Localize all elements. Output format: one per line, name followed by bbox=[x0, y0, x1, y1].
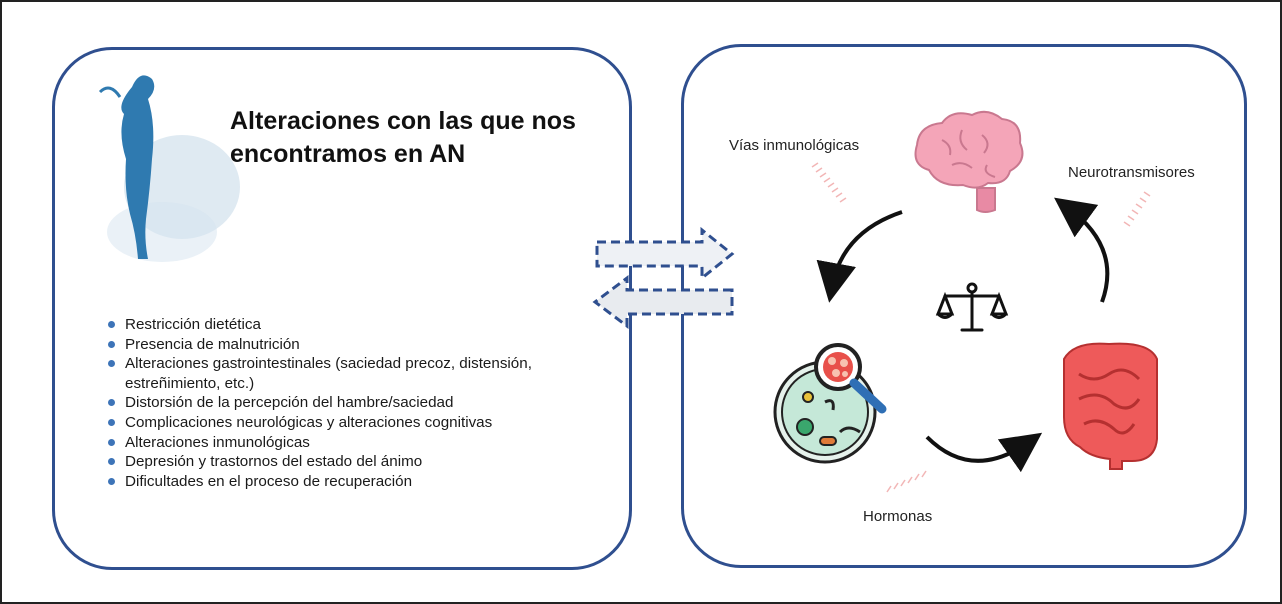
balance-scale-icon bbox=[935, 282, 1009, 332]
list-item: Depresión y trastornos del estado del án… bbox=[108, 452, 618, 472]
list-item: Presencia de malnutrición bbox=[108, 335, 618, 355]
left-arrow-icon bbox=[592, 275, 734, 329]
immune-pathways-label: Vías inmunológicas bbox=[729, 137, 860, 154]
list-item: Alteraciones inmunológicas bbox=[108, 433, 618, 453]
neurotransmitters-label: Neurotransmisores bbox=[1068, 164, 1195, 181]
list-item: Complicaciones neurológicas y alteracion… bbox=[108, 413, 618, 433]
signal-marks-icon bbox=[886, 470, 927, 493]
list-item: Dificultades en el proceso de recuperaci… bbox=[108, 472, 618, 492]
right-arrow-icon bbox=[595, 226, 735, 282]
brain-icon bbox=[914, 110, 1024, 213]
list-item: Distorsión de la percepción del hambre/s… bbox=[108, 393, 618, 413]
alterations-list: Restricción dietética Presencia de malnu… bbox=[108, 315, 618, 491]
intestine-icon bbox=[1063, 342, 1158, 470]
list-item: Restricción dietética bbox=[108, 315, 618, 335]
left-panel-title: Alteraciones con las que nos encontramos… bbox=[230, 107, 576, 168]
anorexia-figure-icon bbox=[98, 75, 240, 262]
microbiota-icon bbox=[773, 343, 887, 464]
signal-marks-icon bbox=[811, 162, 847, 203]
list-item: Alteraciones gastrointestinales (sacieda… bbox=[108, 354, 618, 393]
hormones-label: Hormonas bbox=[863, 508, 933, 525]
signal-marks-icon bbox=[1123, 191, 1151, 227]
